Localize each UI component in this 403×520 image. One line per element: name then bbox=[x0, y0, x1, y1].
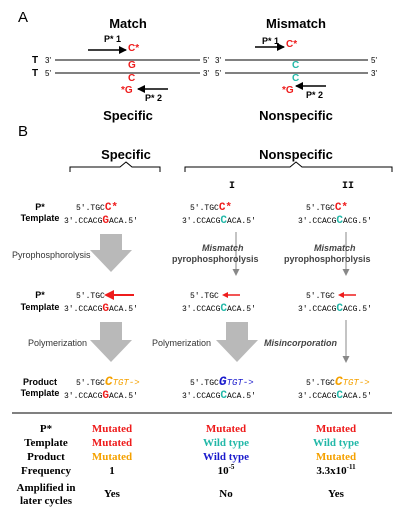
mismatch-bottom-5prime: 5' bbox=[215, 69, 221, 78]
mismatch-pyro-label-1: pyrophosphorolysis bbox=[172, 254, 259, 264]
match-c-bottom: C bbox=[128, 73, 135, 84]
spec-row3-product: 5'.TGCCTGT-> bbox=[76, 374, 140, 389]
row3-template-label: Template bbox=[21, 388, 60, 398]
table-cell: Yes bbox=[328, 488, 345, 500]
mismatch-label-2: Mismatch bbox=[314, 243, 356, 253]
spec-row2-template: 3'.CCACGGACA.5' bbox=[64, 303, 138, 315]
spec-row2-primer: 5'.TGC bbox=[76, 292, 105, 301]
table-row-label: P* bbox=[40, 423, 53, 435]
table-cell: Mutated bbox=[92, 451, 132, 463]
col1-row1-primer: 5'.TGCC* bbox=[190, 202, 232, 214]
col1-row1-template: 3'.CCACGCACA.5' bbox=[182, 215, 256, 227]
panel-b-letter: B bbox=[18, 123, 28, 140]
table-row-label: Amplified in bbox=[17, 482, 76, 494]
nonspecific-header: Nonspecific bbox=[259, 147, 333, 162]
col2-row3-product: 5'.TGCCTGT-> bbox=[306, 374, 370, 389]
table-row-label: Frequency bbox=[21, 465, 71, 477]
gray-arrow-step1 bbox=[90, 234, 132, 272]
mismatch-c-top: C bbox=[292, 60, 299, 71]
table-cell: 1 bbox=[109, 465, 115, 477]
match-top-3prime: 3' bbox=[45, 56, 51, 65]
table-cell: Mutated bbox=[316, 423, 356, 435]
match-g-star-bottom: *G bbox=[121, 85, 133, 96]
match-primer2-label: P* 2 bbox=[145, 93, 162, 103]
col2-row1-primer: 5'.TGCC* bbox=[306, 202, 348, 214]
col1-row2-red-arrow-head bbox=[222, 292, 228, 298]
table-cell: Mutated bbox=[92, 423, 132, 435]
col1-row3-product: 5'.TGCGTGT-> bbox=[190, 374, 254, 389]
col2-row2-template: 3'.CCACGCACG.5' bbox=[298, 303, 372, 315]
mismatch-title: Mismatch bbox=[266, 16, 326, 31]
table-cell: Mutated bbox=[316, 451, 356, 463]
match-top-5prime: 5' bbox=[203, 56, 209, 65]
match-primer1-label: P* 1 bbox=[104, 34, 121, 44]
match-bottom-3prime: 3' bbox=[203, 69, 209, 78]
misincorporation-label: Misincorporation bbox=[264, 338, 338, 348]
col1-row3-template: 3'.CCACGCACA.5' bbox=[182, 390, 256, 402]
mismatch-top-3prime: 3' bbox=[215, 56, 221, 65]
col2-row3-template: 3'.CCACGCACA.5' bbox=[298, 390, 372, 402]
spec-row2-red-arrow-head bbox=[104, 290, 114, 300]
mismatch-primer1-label: P* 1 bbox=[262, 36, 279, 46]
mismatch-bottom-3prime: 3' bbox=[371, 69, 377, 78]
specific-label: Specific bbox=[103, 108, 153, 123]
table-cell: 10-5 bbox=[218, 463, 235, 477]
pyrophosphorolysis-label: Pyrophosphorolysis bbox=[12, 250, 91, 260]
panel-a-letter: A bbox=[18, 9, 28, 26]
row3-product-label: Product bbox=[23, 377, 57, 387]
roman-numeral-2: II bbox=[342, 181, 354, 192]
table-row-label: Product bbox=[27, 451, 65, 463]
match-c-star-top: C* bbox=[128, 43, 139, 54]
mismatch-top-5prime: 5' bbox=[371, 56, 377, 65]
table-cell: Mutated bbox=[92, 437, 132, 449]
table-cell: No bbox=[219, 488, 233, 500]
mismatch-primer2-label: P* 2 bbox=[306, 90, 323, 100]
mismatch-c-bottom: C bbox=[292, 73, 299, 84]
table-cell: Mutated bbox=[206, 423, 246, 435]
polymerization-label-1: Polymerization bbox=[28, 338, 87, 348]
row1-template-label: Template bbox=[21, 213, 60, 223]
match-g-top: G bbox=[128, 60, 136, 71]
mismatch-label-1: Mismatch bbox=[202, 243, 244, 253]
polymerization-label-2: Polymerization bbox=[152, 338, 211, 348]
row2-template-label: Template bbox=[21, 302, 60, 312]
mismatch-c-star-top: C* bbox=[286, 39, 297, 50]
col2-row2-primer: 5'.TGC bbox=[306, 292, 335, 301]
spec-row1-primer: 5'.TGCC* bbox=[76, 202, 118, 214]
table-cell: 3.3x10-11 bbox=[316, 463, 356, 477]
col1-row2-primer: 5'.TGC bbox=[190, 292, 219, 301]
table-cell: Wild type bbox=[203, 451, 249, 463]
row1-p-star-label: P* bbox=[35, 202, 45, 212]
specific-brace bbox=[69, 161, 161, 172]
col2-row1-template: 3'.CCACGCACG.5' bbox=[298, 215, 372, 227]
match-bottom-5prime: 5' bbox=[45, 69, 51, 78]
col2-row2-red-arrow-head bbox=[338, 292, 344, 298]
nonspecific-brace bbox=[184, 161, 393, 172]
mismatch-pyro-label-2: pyrophosphorolysis bbox=[284, 254, 371, 264]
table-cell: Wild type bbox=[203, 437, 249, 449]
mismatch-g-star-bottom: *G bbox=[282, 85, 294, 96]
nonspecific-label: Nonspecific bbox=[259, 108, 333, 123]
strand-top-label: T bbox=[32, 55, 38, 66]
col1-row2-template: 3'.CCACGCACA.5' bbox=[182, 303, 256, 315]
spec-row3-template: 3'.CCACGGACA.5' bbox=[64, 390, 138, 402]
roman-numeral-1: I bbox=[229, 181, 235, 192]
match-title: Match bbox=[109, 16, 147, 31]
table-row-label-line2: later cycles bbox=[20, 495, 73, 507]
specific-header: Specific bbox=[101, 147, 151, 162]
strand-bottom-label: T bbox=[32, 68, 38, 79]
row2-p-star-label: P* bbox=[35, 290, 45, 300]
table-row-label: Template bbox=[24, 437, 68, 449]
table-cell: Yes bbox=[104, 488, 121, 500]
gray-arrow-step2-specific bbox=[90, 322, 132, 362]
spec-row1-template: 3'.CCACGGACA.5' bbox=[64, 215, 138, 227]
table-cell: Wild type bbox=[313, 437, 359, 449]
gray-arrow-step2-col1 bbox=[216, 322, 258, 362]
